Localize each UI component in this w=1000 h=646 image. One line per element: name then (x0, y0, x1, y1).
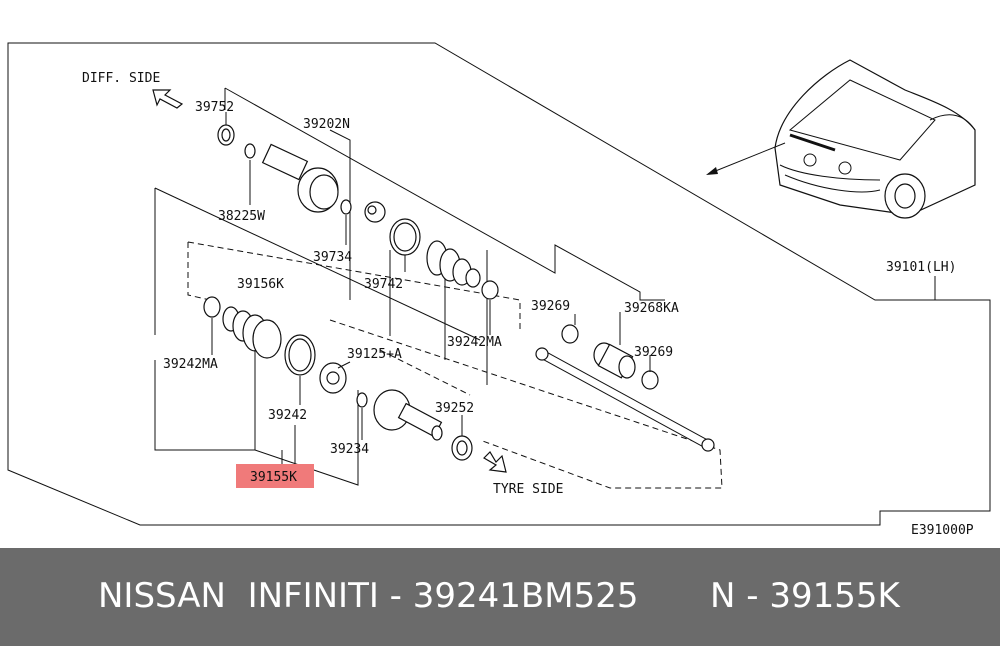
label-39734: 39734 (313, 250, 352, 265)
label-39268ka: 39268KA (624, 301, 679, 316)
part-39202n-housing (261, 143, 339, 213)
diagram-frame (7, 42, 991, 526)
part-38225w-snap-ring (244, 143, 256, 159)
part-inner-boot (426, 240, 481, 288)
part-39234-clip (356, 392, 368, 408)
label-39242ma-right: 39242MA (447, 335, 502, 350)
label-39125a: 39125+A (347, 347, 402, 362)
tyre-side-arrow-icon (483, 451, 507, 473)
label-38225w: 38225W (218, 209, 265, 224)
part-39268ka-damper (593, 342, 636, 379)
label-39101lh: 39101(LH) (886, 260, 956, 275)
footer-brand-part-number: NISSAN INFINITI - 39241BM525 (98, 576, 639, 616)
highlight-box (236, 464, 314, 488)
label-39269-bottom: 39269 (634, 345, 673, 360)
car-illustration (774, 59, 976, 219)
part-spider (364, 201, 386, 223)
label-39234: 39234 (330, 442, 369, 457)
parts-diagram: DIFF. SIDE (7, 42, 991, 538)
label-39242ma-left: 39242MA (163, 357, 218, 372)
car-pointer-line (707, 142, 786, 175)
part-shaft (535, 347, 715, 452)
part-39155k-boot (222, 306, 282, 359)
label-39752: 39752 (195, 100, 234, 115)
label-39269-top: 39269 (531, 299, 570, 314)
footer-oem-number: N - 39155K (710, 576, 900, 616)
part-39242ma-band-left (203, 296, 221, 318)
part-39269-clamp-top (561, 324, 579, 344)
label-39155k: 39155K (250, 470, 297, 485)
diff-side-label: DIFF. SIDE (82, 71, 160, 86)
label-39156k: 39156K (237, 277, 284, 292)
tyre-side-label: TYRE SIDE (493, 482, 563, 497)
part-outer-joint (373, 389, 443, 441)
upper-group-outline (224, 87, 665, 301)
label-39242: 39242 (268, 408, 307, 423)
diagram-code: E391000P (911, 523, 974, 538)
part-39269-clamp-bottom (641, 370, 659, 390)
diff-side-arrow-icon (152, 89, 184, 109)
part-39734-clip (340, 199, 352, 215)
footer-bar: NISSAN INFINITI - 39241BM525 N - 39155K (0, 548, 1000, 646)
label-39202n: 39202N (303, 117, 350, 132)
label-39742: 39742 (364, 277, 403, 292)
part-39242ma-band-right (481, 280, 499, 300)
part-39125a-cage (319, 362, 347, 394)
label-39252: 39252 (435, 401, 474, 416)
